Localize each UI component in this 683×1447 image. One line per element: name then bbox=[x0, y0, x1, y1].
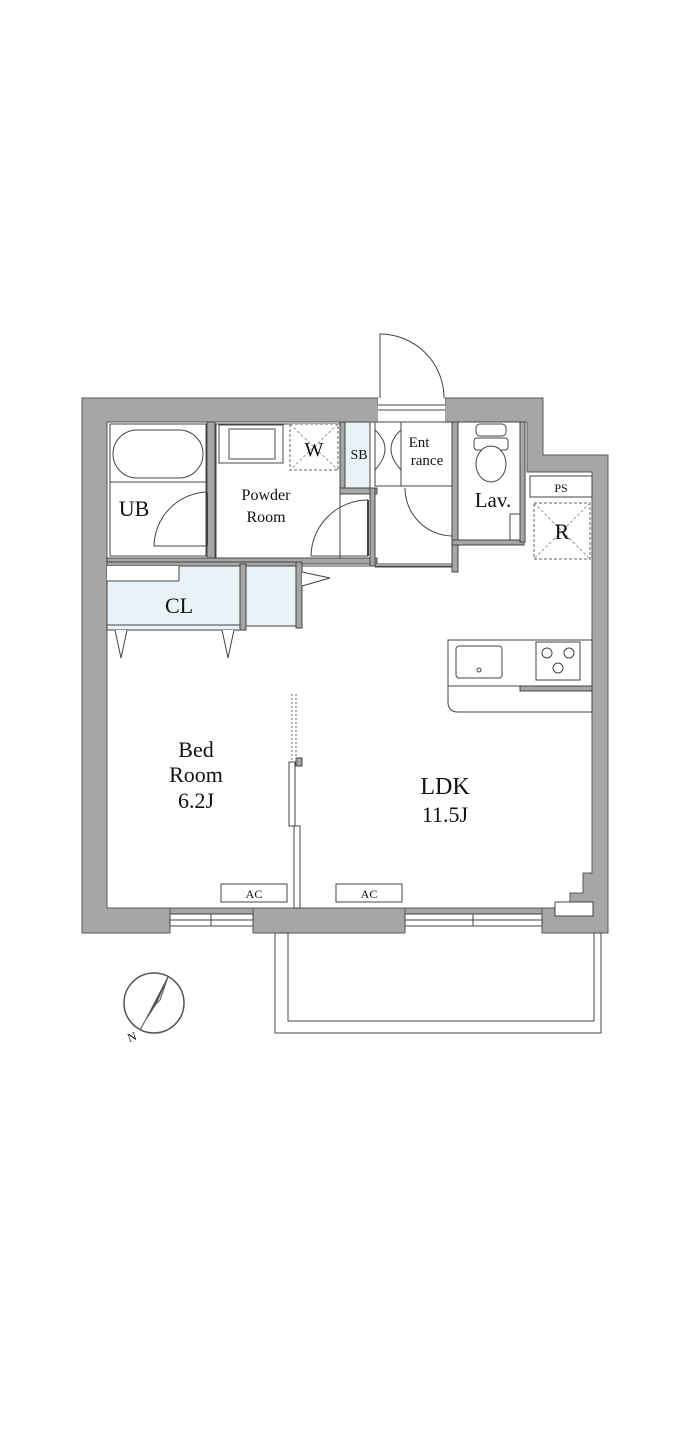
label-ub: UB bbox=[119, 496, 150, 521]
label-washer: W bbox=[305, 439, 324, 461]
label-powder-2: Room bbox=[246, 509, 286, 526]
windows bbox=[169, 913, 543, 927]
pipe-space bbox=[529, 475, 593, 498]
hall-door-swing bbox=[404, 487, 453, 537]
shoe-box bbox=[344, 421, 371, 489]
label-entrance-1: Ent bbox=[409, 435, 431, 451]
label-bedroom-size: 6.2J bbox=[178, 788, 215, 813]
label-bedroom-2: Room bbox=[169, 762, 223, 787]
ub-door-swing bbox=[153, 491, 208, 547]
toilet-bowl-icon bbox=[475, 445, 507, 483]
toilet-tank-icon bbox=[475, 423, 507, 437]
bathtub-icon bbox=[112, 429, 204, 479]
label-lav: Lav. bbox=[475, 488, 512, 512]
label-ldk-size: 11.5J bbox=[422, 802, 469, 827]
label-entrance-2: rance bbox=[411, 453, 444, 469]
entrance bbox=[374, 421, 453, 487]
ac-unit-ldk bbox=[335, 883, 403, 903]
lav-sink-icon bbox=[509, 513, 521, 541]
label-sb: SB bbox=[350, 448, 367, 463]
label-ldk: LDK bbox=[420, 774, 470, 800]
storage bbox=[245, 565, 297, 627]
balcony bbox=[274, 932, 602, 1034]
meter-box bbox=[554, 901, 594, 917]
label-ac-bedroom: AC bbox=[246, 887, 263, 901]
powder-door-swing bbox=[310, 499, 369, 557]
label-fridge: R bbox=[555, 519, 570, 544]
entrance-door-swing bbox=[379, 333, 445, 399]
label-ps: PS bbox=[554, 481, 567, 495]
ac-unit-bedroom bbox=[220, 883, 288, 903]
label-closet: CL bbox=[165, 593, 193, 618]
compass-icon bbox=[123, 972, 185, 1034]
label-bedroom-1: Bed bbox=[178, 737, 213, 762]
stove-icon bbox=[535, 641, 581, 681]
label-north: N bbox=[126, 1029, 139, 1045]
kitchen-sink-icon bbox=[455, 645, 503, 679]
label-ac-ldk: AC bbox=[361, 887, 378, 901]
label-powder-1: Powder bbox=[242, 487, 292, 504]
